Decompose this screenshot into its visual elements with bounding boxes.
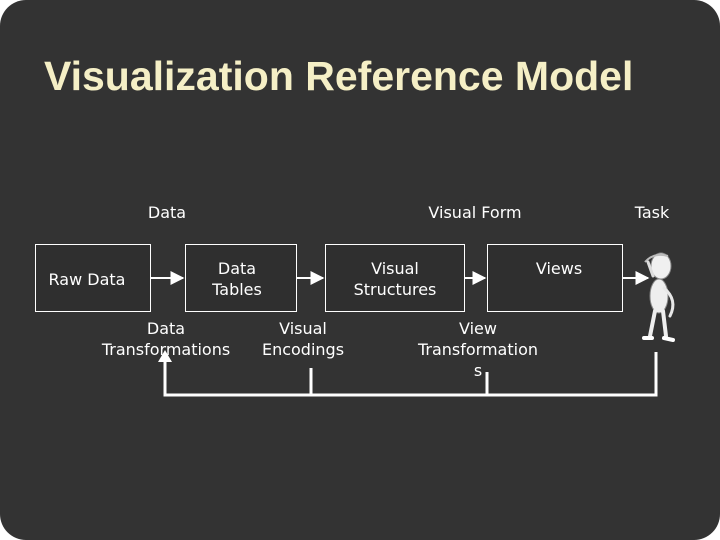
header-data: Data bbox=[147, 203, 187, 222]
data-tables-box bbox=[185, 244, 297, 312]
thinking-person-icon bbox=[642, 252, 675, 342]
views-label: Views bbox=[535, 259, 583, 278]
feedback-arrowhead bbox=[158, 350, 172, 362]
header-task: Task bbox=[634, 203, 670, 222]
data-tables-label: Data Tables bbox=[212, 259, 262, 299]
feedback-loop-line bbox=[163, 352, 658, 397]
raw-data-label: Raw Data bbox=[48, 270, 126, 289]
visual-structures-label: Visual Structures bbox=[353, 259, 437, 299]
header-visual-form: Visual Form bbox=[428, 203, 522, 222]
visual-encodings-label: Visual Encodings bbox=[261, 319, 345, 359]
views-box bbox=[487, 244, 623, 312]
raw-data-box bbox=[35, 244, 151, 312]
view-transformations-label: View Transformation s bbox=[417, 319, 539, 380]
visual-structures-box bbox=[325, 244, 465, 312]
page-title: Visualization Reference Model bbox=[44, 53, 634, 99]
data-transformations-label: Data Transformations bbox=[101, 319, 231, 359]
